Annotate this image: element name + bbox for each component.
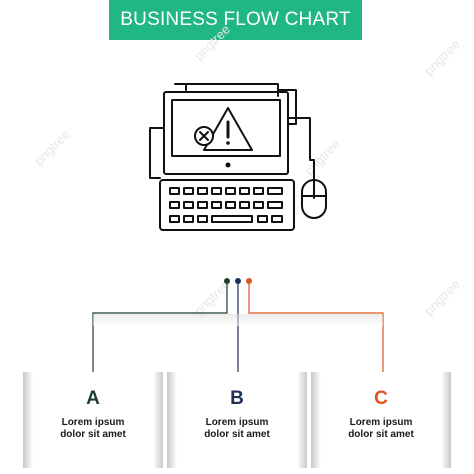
left-cable: [149, 127, 165, 179]
step-text: Lorem ipsum dolor sit amet: [311, 417, 451, 441]
warning-triangle: [203, 107, 253, 151]
step-text-line2: dolor sit amet: [60, 429, 126, 440]
cable-line: [174, 83, 279, 97]
title-banner: BUSINESS FLOW CHART: [109, 0, 362, 40]
title-text: BUSINESS FLOW CHART: [120, 9, 351, 30]
spacebar: [211, 215, 253, 223]
connector-dot-c: [246, 278, 252, 284]
step-text-line1: Lorem ipsum: [205, 417, 269, 428]
step-text-line2: dolor sit amet: [204, 429, 270, 440]
mouse-cable: [287, 117, 315, 181]
monitor-frame: [163, 91, 289, 175]
step-text: Lorem ipsum dolor sit amet: [167, 417, 307, 441]
connector-line-a: [92, 284, 228, 372]
step-text-line1: Lorem ipsum: [61, 417, 125, 428]
computer-warning-icon: [149, 83, 327, 231]
connector-dot-a: [224, 278, 230, 284]
monitor-screen: [171, 99, 281, 157]
step-text-line1: Lorem ipsum: [349, 417, 413, 428]
step-letter: B: [230, 388, 244, 409]
connector-line-c: [248, 284, 384, 372]
step-text: Lorem ipsum dolor sit amet: [23, 417, 163, 441]
connector-dot-b: [235, 278, 241, 284]
step-card-c: C Lorem ipsum dolor sit amet: [311, 372, 451, 468]
keyboard: [159, 179, 295, 231]
step-text-line2: dolor sit amet: [348, 429, 414, 440]
step-letter: A: [86, 388, 100, 409]
step-card-a: A Lorem ipsum dolor sit amet: [23, 372, 163, 468]
power-dot: [225, 162, 231, 168]
step-letter: C: [374, 388, 388, 409]
step-card-b: B Lorem ipsum dolor sit amet: [167, 372, 307, 468]
